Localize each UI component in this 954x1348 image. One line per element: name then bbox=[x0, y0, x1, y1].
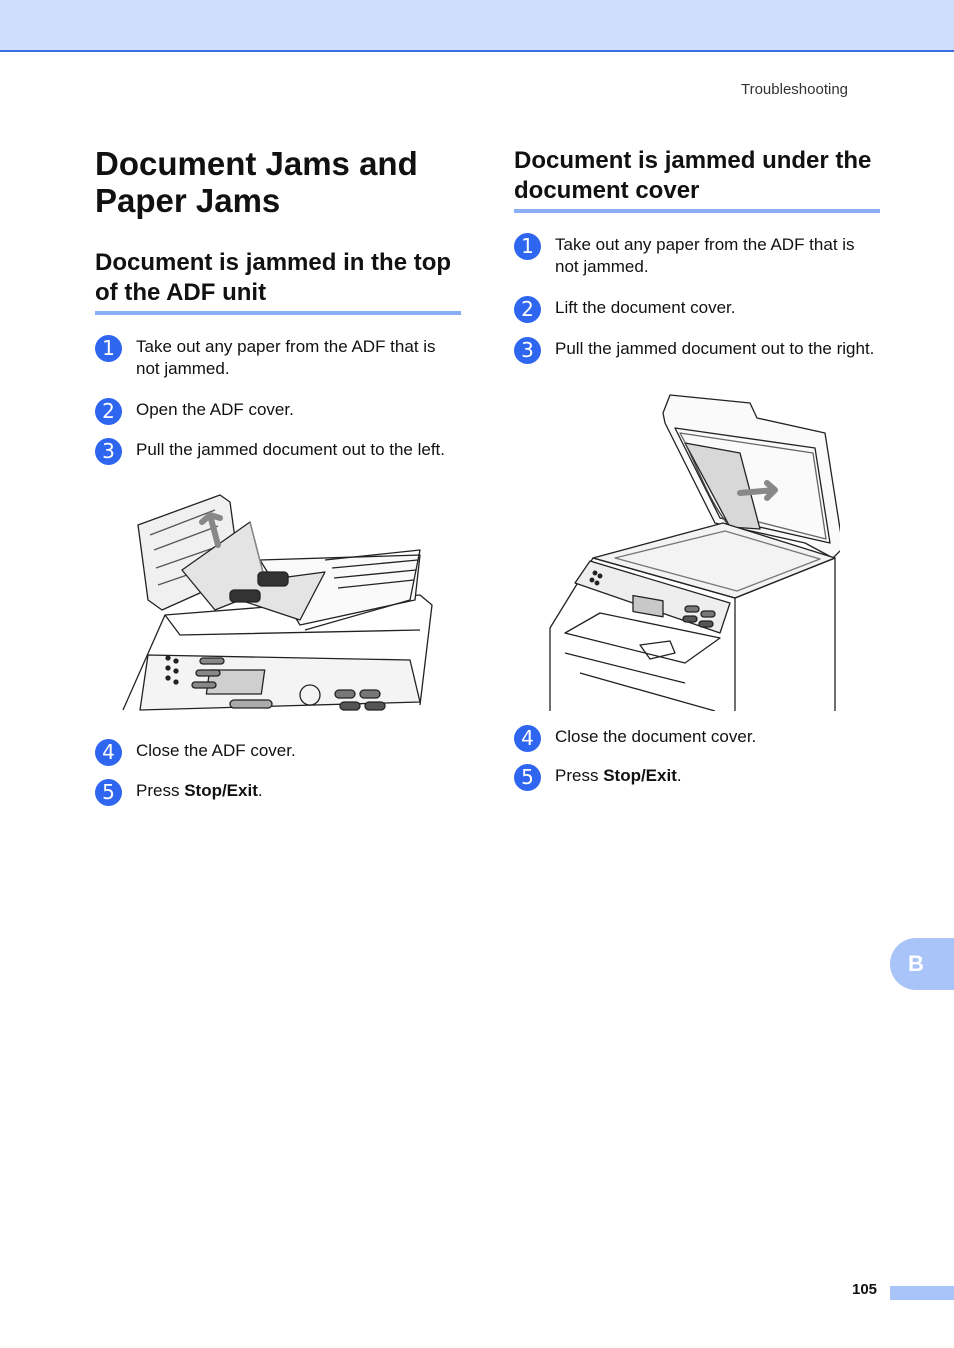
section-heading-adf: Document is jammed in the top of the ADF… bbox=[95, 249, 452, 306]
step-text: Take out any paper from the ADF that is … bbox=[555, 235, 855, 276]
step-item: 5 Press Stop/Exit. bbox=[514, 764, 880, 791]
step-item: 5 Press Stop/Exit. bbox=[95, 779, 461, 806]
step-text: Open the ADF cover. bbox=[136, 400, 294, 419]
step-item: 1 Take out any paper from the ADF that i… bbox=[95, 335, 461, 380]
step-text: Lift the document cover. bbox=[555, 298, 736, 317]
step-item: 3 Pull the jammed document out to the ri… bbox=[514, 337, 880, 364]
page-number-bar bbox=[890, 1286, 954, 1300]
step-number-badge: 3 bbox=[95, 438, 122, 465]
step-number-badge: 1 bbox=[514, 233, 541, 260]
adf-jam-illustration bbox=[122, 494, 433, 711]
header-band bbox=[0, 0, 954, 52]
step-number-badge: 3 bbox=[514, 337, 541, 364]
step-text: Take out any paper from the ADF that is … bbox=[136, 337, 436, 378]
step-item: 2 Lift the document cover. bbox=[514, 296, 880, 323]
step-item: 2 Open the ADF cover. bbox=[95, 398, 461, 425]
page-title: Document Jams and Paper Jams bbox=[95, 145, 418, 219]
step-item: 1 Take out any paper from the ADF that i… bbox=[514, 233, 880, 278]
step-number-badge: 2 bbox=[514, 296, 541, 323]
step-number-badge: 2 bbox=[95, 398, 122, 425]
chapter-tab: B bbox=[890, 938, 954, 990]
page-number: 105 bbox=[852, 1281, 878, 1298]
step-text: Press Stop/Exit. bbox=[555, 766, 682, 785]
step-text: Pull the jammed document out to the left… bbox=[136, 440, 446, 459]
heading-rule bbox=[95, 311, 461, 315]
step-number-badge: 5 bbox=[514, 764, 541, 791]
stop-exit-key-label: Stop/Exit bbox=[603, 766, 677, 785]
step-item: 4 Close the document cover. bbox=[514, 725, 880, 752]
step-item: 3 Pull the jammed document out to the le… bbox=[95, 438, 461, 465]
step-text: Close the document cover. bbox=[555, 727, 757, 746]
document-cover-jam-illustration bbox=[549, 394, 840, 711]
step-text: Pull the jammed document out to the righ… bbox=[555, 339, 875, 358]
step-item: 4 Close the ADF cover. bbox=[95, 739, 461, 766]
step-number-badge: 4 bbox=[514, 725, 541, 752]
stop-exit-key-label: Stop/Exit bbox=[184, 781, 258, 800]
step-number-badge: 1 bbox=[95, 335, 122, 362]
step-number-badge: 4 bbox=[95, 739, 122, 766]
heading-rule bbox=[514, 209, 880, 213]
step-text: Press Stop/Exit. bbox=[136, 781, 263, 800]
section-heading-cover: Document is jammed under the document co… bbox=[514, 147, 872, 204]
step-text: Close the ADF cover. bbox=[136, 741, 296, 760]
step-number-badge: 5 bbox=[95, 779, 122, 806]
running-header: Troubleshooting bbox=[740, 81, 848, 98]
